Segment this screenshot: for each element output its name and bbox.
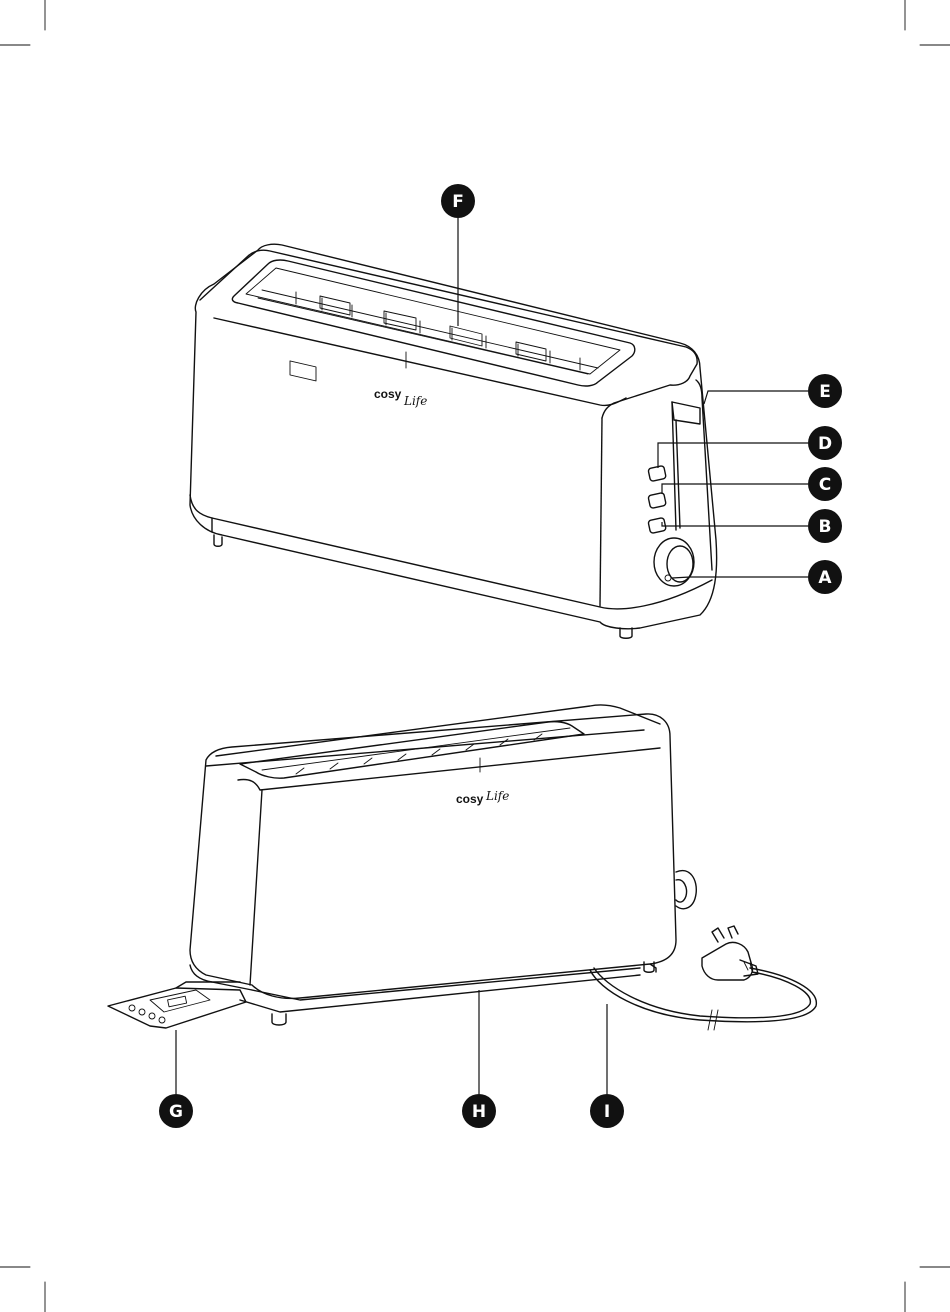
callout-b: B: [808, 509, 842, 543]
svg-text:E: E: [819, 382, 831, 402]
svg-text:D: D: [818, 434, 832, 454]
foot: [214, 535, 222, 546]
toaster-front-view: [190, 244, 717, 638]
toaster-body: [190, 244, 717, 629]
brand-wordmark-script: Life: [403, 394, 427, 408]
foot: [272, 1014, 286, 1025]
svg-text:C: C: [819, 475, 831, 495]
callout-a: A: [808, 560, 842, 594]
toaster-rear-view: [108, 705, 816, 1030]
callout-d: D: [808, 426, 842, 460]
brand-wordmark-bold-rear: cosy: [456, 792, 484, 806]
svg-text:B: B: [819, 517, 832, 537]
callout-h: H: [462, 1094, 496, 1128]
callout-f: F: [441, 184, 475, 218]
brand-wordmark-bold: cosy: [374, 387, 402, 401]
foot: [620, 628, 632, 638]
svg-text:A: A: [818, 568, 832, 588]
callout-g: G: [159, 1094, 193, 1128]
svg-text:F: F: [452, 192, 464, 212]
power-plug: [702, 926, 758, 980]
callout-i: I: [590, 1094, 624, 1128]
svg-text:I: I: [604, 1102, 610, 1122]
callout-e: E: [808, 374, 842, 408]
svg-text:G: G: [169, 1102, 183, 1122]
svg-text:H: H: [472, 1102, 486, 1122]
callout-c: C: [808, 467, 842, 501]
brand-wordmark-script-rear: Life: [485, 789, 509, 803]
